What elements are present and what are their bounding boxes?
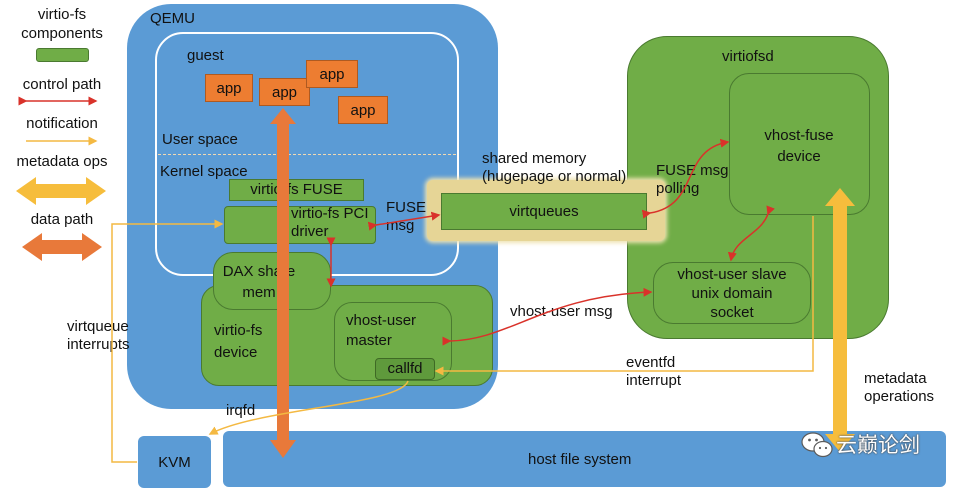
virtio-fs-pci-driver-label: virtio-fs PCI driver xyxy=(291,205,369,240)
legend-data-path-label: data path xyxy=(30,211,94,228)
app-box-4: app xyxy=(338,96,388,124)
app-box-3: app xyxy=(306,60,358,88)
legend-notification-label: notification xyxy=(26,115,98,132)
app-label: app xyxy=(271,84,298,101)
vhost-fuse-device-label: vhost-fuse device xyxy=(764,127,834,165)
virtqueue-interrupt-line xyxy=(111,219,224,463)
vhost-user-slave-label: vhost-user slave unix domain socket xyxy=(677,266,787,321)
legend-control-path-label: control path xyxy=(22,76,102,93)
metadata-arrow xyxy=(825,188,855,452)
app-label: app xyxy=(216,80,242,97)
app-label: app xyxy=(319,66,345,83)
eventfd-interrupt-line xyxy=(434,216,814,376)
qemu-title: QEMU xyxy=(150,10,195,27)
kernel-space-label: Kernel space xyxy=(160,163,248,180)
metadata-operations-label: metadata operations xyxy=(864,370,935,405)
data-path-arrow xyxy=(270,108,296,458)
host-file-system-label: host file system xyxy=(528,451,632,468)
virtio-fs-fuse-label: virtio-fs FUSE xyxy=(250,181,343,198)
kvm-label: KVM xyxy=(158,454,191,471)
wechat-icon xyxy=(801,432,833,458)
watermark-label: 云巅论剑 xyxy=(836,434,920,457)
virtqueue-interrupts-label: virtqueue interrupts xyxy=(67,318,130,353)
virtqueues-vhost-fuse-arrow xyxy=(641,138,730,219)
shared-memory-label: shared memory (hugepage or normal) xyxy=(482,150,627,185)
kvm-box xyxy=(138,436,211,488)
vhost-user-master-label: vhost-user master xyxy=(346,312,417,349)
vhost-fuse-device-box xyxy=(729,73,870,215)
vhost-user-slave-box xyxy=(653,262,811,324)
vhost-fuse-slave-arrow xyxy=(727,205,775,262)
virtio-fs-device-label: virtio-fs device xyxy=(214,322,263,361)
vhost-user-msg-arrow xyxy=(442,287,653,346)
app-label: app xyxy=(350,102,376,119)
virtio-fs-fuse-box: virtio-fs FUSE xyxy=(229,179,364,201)
user-kernel-divider xyxy=(158,154,456,155)
irqfd-line xyxy=(208,380,409,435)
virtio-fs-pci-driver-box xyxy=(224,206,376,244)
legend-metadata-ops-label: metadata ops xyxy=(16,153,108,170)
guest-label: guest xyxy=(187,47,224,64)
pci-virtqueues-arrow xyxy=(367,211,441,231)
host-file-system-box xyxy=(223,431,946,487)
virtqueues-label: virtqueues xyxy=(509,203,579,220)
irqfd-label: irqfd xyxy=(226,402,256,419)
app-box-1: app xyxy=(205,74,253,102)
app-box-2: app xyxy=(259,78,310,106)
virtiofsd-title: virtiofsd xyxy=(722,48,774,65)
legend-components-label: virtio-fs components xyxy=(21,6,103,42)
legend-data-arrow xyxy=(22,233,102,261)
eventfd-interrupt-label: eventfd interrupt xyxy=(626,354,682,389)
virtqueues-box: virtqueues xyxy=(441,193,647,230)
legend-components-swatch xyxy=(36,48,89,62)
legend-metadata-arrow xyxy=(16,177,106,205)
callfd-box: callfd xyxy=(375,358,435,380)
callfd-label: callfd xyxy=(387,360,423,377)
user-space-label: User space xyxy=(162,131,238,148)
